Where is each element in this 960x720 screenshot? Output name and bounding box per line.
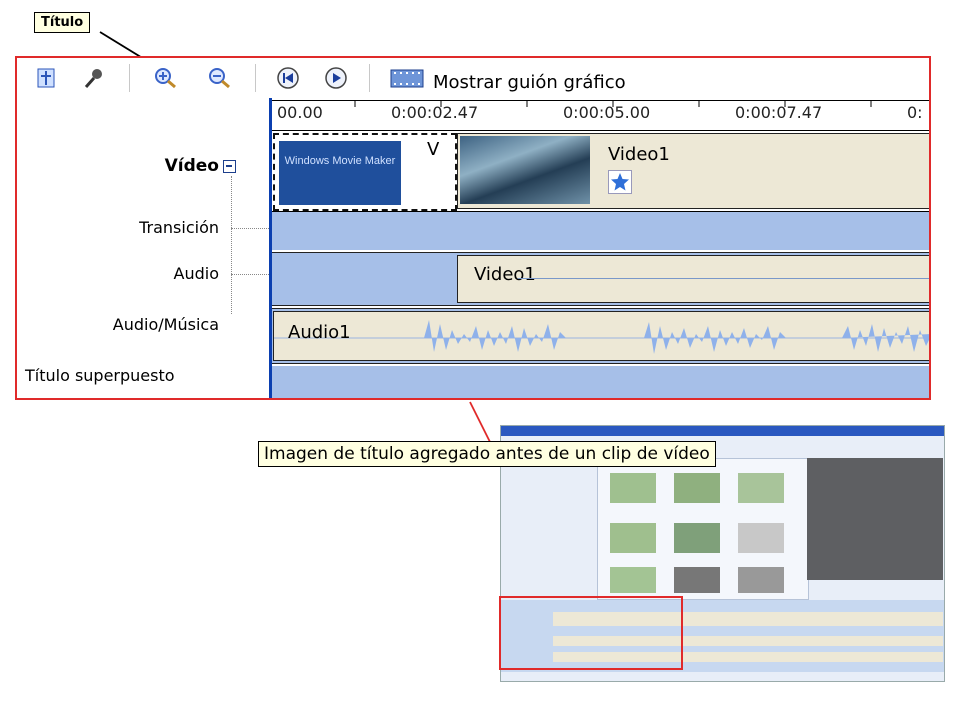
toolbar-separator: [129, 64, 130, 92]
movie-maker-window-thumbnail: [499, 425, 945, 682]
thumbnail-music-track: [553, 652, 943, 662]
toolbar-separator: [369, 64, 370, 92]
ruler-tick: 0:00:02.47: [391, 103, 479, 122]
title-clip[interactable]: Windows Movie Maker V: [273, 133, 457, 211]
video-clip-thumbnail: [460, 136, 590, 204]
thumbnail-timeline: [501, 600, 944, 672]
title-clip-letter: V: [427, 139, 440, 160]
ruler-tick: 00.00: [277, 103, 323, 122]
ruler-tick: 0:00:07.47: [735, 103, 823, 122]
rewind-icon: [277, 67, 299, 89]
zoom-out-button[interactable]: [207, 66, 233, 90]
ruler-ticks: [269, 101, 872, 109]
ruler-tick: 0:: [907, 103, 923, 122]
timeline-panel: Mostrar guión gráfico Vídeo Transición A…: [15, 56, 931, 400]
zoom-in-icon: [155, 68, 176, 89]
storyboard-label[interactable]: Mostrar guión gráfico: [433, 72, 626, 93]
title-clip-thumbnail: Windows Movie Maker: [279, 141, 401, 205]
audio-track-label: Audio: [173, 264, 219, 283]
thumbnail-titlebar: [501, 426, 944, 436]
tree-line: [231, 228, 269, 229]
music-clip-label: Audio1: [288, 322, 351, 343]
video-clip-label: Video1: [608, 144, 670, 165]
audio-clip-label: Video1: [474, 264, 536, 285]
audio-waveform-line: [518, 278, 929, 279]
zoom-out-icon: [209, 68, 230, 89]
microphone-icon: [84, 69, 102, 88]
title-overlay-track-label: Título superpuesto: [25, 366, 175, 385]
imagen-titulo-callout: Imagen de título agregado antes de un cl…: [258, 441, 716, 467]
play-icon: [325, 67, 347, 89]
audio-clip[interactable]: Video1: [457, 255, 929, 303]
storyboard-button[interactable]: [389, 66, 425, 90]
thumbnail-image: [610, 473, 656, 503]
video-track[interactable]: Windows Movie Maker V Video1: [271, 130, 929, 212]
narrate-button[interactable]: [81, 66, 107, 90]
thumbnail-image: [610, 567, 656, 593]
video-clip[interactable]: Video1: [457, 133, 929, 209]
playhead[interactable]: [269, 98, 272, 398]
time-ruler[interactable]: 00.00 0:00:02.47 0:00:05.00 0:00:07.47 0…: [269, 100, 929, 131]
video-track-label: Vídeo: [164, 156, 219, 176]
thumbnail-image: [738, 473, 784, 503]
thumbnail-audio-track: [553, 636, 943, 646]
set-audio-levels-button[interactable]: [33, 66, 59, 90]
thumbnail-image: [674, 473, 720, 503]
thumbnail-highlight-box: [499, 596, 683, 670]
thumbnail-preview-monitor: [807, 458, 943, 580]
title-clip-text: Windows Movie Maker: [284, 155, 396, 167]
zoom-in-button[interactable]: [153, 66, 179, 90]
audio-music-track-label: Audio/Música: [112, 315, 219, 334]
audio-levels-icon: [37, 68, 55, 88]
timeline-tracks: Windows Movie Maker V Video1 Video1: [271, 130, 929, 398]
play-button[interactable]: [323, 66, 349, 90]
ruler-tick: 0:00:05.00: [563, 103, 651, 122]
thumbnail-image: [610, 523, 656, 553]
thumbnail-image: [738, 523, 784, 553]
thumbnail-collection-pane: [597, 458, 809, 600]
thumbnail-image: [674, 523, 720, 553]
track-labels: Vídeo Transición Audio Audio/Música Títu…: [17, 98, 269, 398]
transition-track-label: Transición: [139, 218, 219, 237]
music-clip[interactable]: Audio1: [273, 311, 929, 361]
collapse-video-toggle[interactable]: [223, 160, 236, 173]
filmstrip-icon: [390, 69, 424, 88]
tree-line: [231, 274, 269, 275]
rewind-button[interactable]: [275, 66, 301, 90]
transition-track[interactable]: [271, 212, 929, 250]
video-effect-star-icon: [608, 170, 632, 194]
toolbar-separator: [255, 64, 256, 92]
title-overlay-track[interactable]: [271, 366, 929, 398]
thumbnail-image: [738, 567, 784, 593]
thumbnail-image: [674, 567, 720, 593]
tree-line: [231, 176, 233, 314]
audio-track[interactable]: Video1: [271, 252, 929, 306]
titulo-callout: Título: [34, 12, 91, 33]
minus-icon: [226, 165, 232, 167]
music-waveform: [274, 320, 929, 354]
star-icon: [611, 173, 629, 191]
thumbnail-video-track: [553, 612, 943, 626]
timeline-toolbar: Mostrar guión gráfico: [17, 58, 929, 98]
audio-music-track[interactable]: Audio1: [271, 308, 929, 364]
